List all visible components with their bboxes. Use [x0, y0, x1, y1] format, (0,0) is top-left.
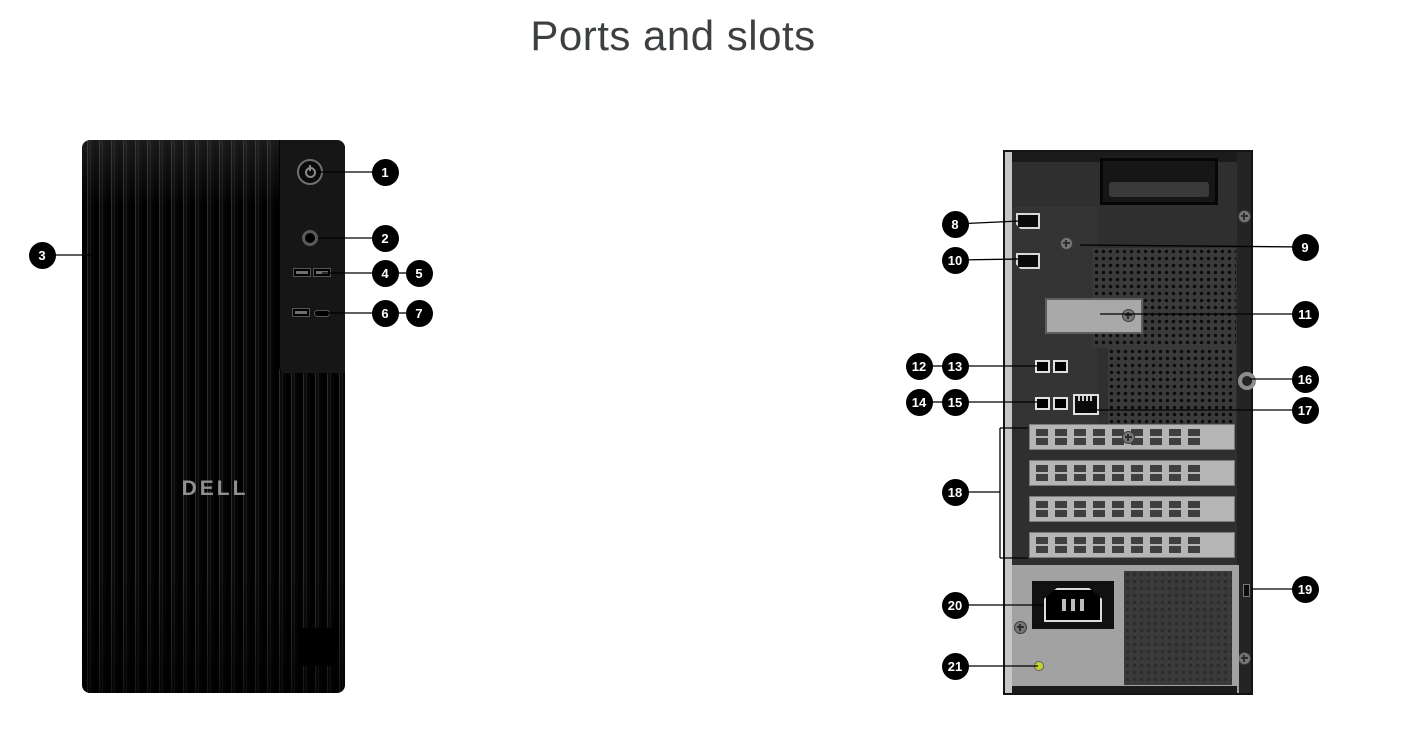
power-connector-port	[1032, 581, 1114, 629]
rear-usb-port-icon	[1035, 360, 1050, 373]
rear-handle-recess	[1100, 158, 1218, 205]
callout-15: 15	[941, 388, 969, 416]
rear-usb-port-icon	[1053, 397, 1068, 410]
screw-icon	[1238, 652, 1251, 665]
callout-1: 1	[371, 158, 399, 186]
callout-12: 12	[905, 352, 933, 380]
usb-a-port-icon	[292, 308, 310, 317]
callout-20: 20	[941, 591, 969, 619]
usb-tongue	[295, 311, 307, 314]
front-io-panel	[279, 140, 345, 373]
callout-19: 19	[1291, 575, 1319, 603]
power-glyph-icon	[304, 164, 316, 178]
usb-a-port-icon	[293, 268, 311, 277]
callout-6: 6	[371, 299, 399, 327]
callout-21: 21	[941, 652, 969, 680]
screw-icon	[1014, 621, 1027, 634]
padlock-ring-icon	[1238, 372, 1256, 390]
usb-c-port-icon	[314, 310, 330, 317]
rear-right-frame	[1237, 152, 1251, 693]
headset-jack-icon	[302, 230, 318, 246]
callout-16: 16	[1291, 365, 1319, 393]
displayport-icon	[1016, 253, 1040, 269]
expansion-filler-plate	[1045, 298, 1143, 334]
callout-11: 11	[1291, 300, 1319, 328]
callout-4: 4	[371, 259, 399, 287]
expansion-slot-cover	[1029, 532, 1235, 558]
callout-17: 17	[1291, 396, 1319, 424]
expansion-slot-cover	[1029, 424, 1235, 450]
usb-tongue	[296, 271, 308, 274]
front-view-illustration: DELL	[82, 140, 345, 693]
screw-icon	[1238, 210, 1251, 223]
slot-vent	[1036, 429, 1204, 436]
expansion-slot-cover	[1029, 460, 1235, 486]
slot-vent	[1036, 501, 1204, 508]
slot-vent	[1036, 465, 1204, 472]
rear-view-illustration	[1003, 150, 1256, 695]
callout-7: 7	[405, 299, 433, 327]
c14-inlet-icon	[1044, 588, 1102, 622]
callout-3: 3	[28, 241, 56, 269]
callout-2: 2	[371, 224, 399, 252]
usb-a-port-icon	[313, 268, 331, 277]
rear-side-edge	[1005, 152, 1012, 693]
rear-vent-grid	[1108, 348, 1236, 424]
callout-14: 14	[905, 388, 933, 416]
power-supply-area	[1012, 565, 1239, 693]
slot-vent	[1036, 537, 1204, 544]
slot-vent	[1036, 546, 1204, 553]
front-intake-vent	[299, 628, 336, 666]
callout-5: 5	[405, 259, 433, 287]
rear-handle-grip	[1109, 182, 1209, 197]
security-cable-slot-icon	[1243, 584, 1250, 597]
slot-vent	[1036, 474, 1204, 481]
rear-usb-port-icon	[1035, 397, 1050, 410]
screw-icon	[1122, 431, 1135, 444]
rear-usb-port-icon	[1053, 360, 1068, 373]
callout-9: 9	[1291, 233, 1319, 261]
rear-top-frame	[1012, 152, 1237, 162]
callout-8: 8	[941, 210, 969, 238]
callout-10: 10	[941, 246, 969, 274]
callout-18: 18	[941, 478, 969, 506]
slot-vent	[1036, 438, 1204, 445]
dell-logo: DELL	[181, 477, 249, 500]
callout-13: 13	[941, 352, 969, 380]
rear-bottom-frame	[1012, 686, 1237, 693]
usb-tongue	[316, 271, 328, 274]
ethernet-port-icon	[1073, 394, 1099, 415]
displayport-icon	[1016, 213, 1040, 229]
psu-diagnostic-light	[1034, 661, 1044, 671]
expansion-slots-area	[1029, 424, 1235, 566]
power-button-icon	[297, 159, 323, 185]
expansion-slot-cover	[1029, 496, 1235, 522]
slot-vent	[1036, 510, 1204, 517]
optional-port-screw-icon	[1060, 237, 1073, 250]
screw-icon	[1122, 309, 1135, 322]
psu-vent-grid	[1124, 571, 1232, 685]
page-title: Ports and slots	[530, 12, 816, 59]
